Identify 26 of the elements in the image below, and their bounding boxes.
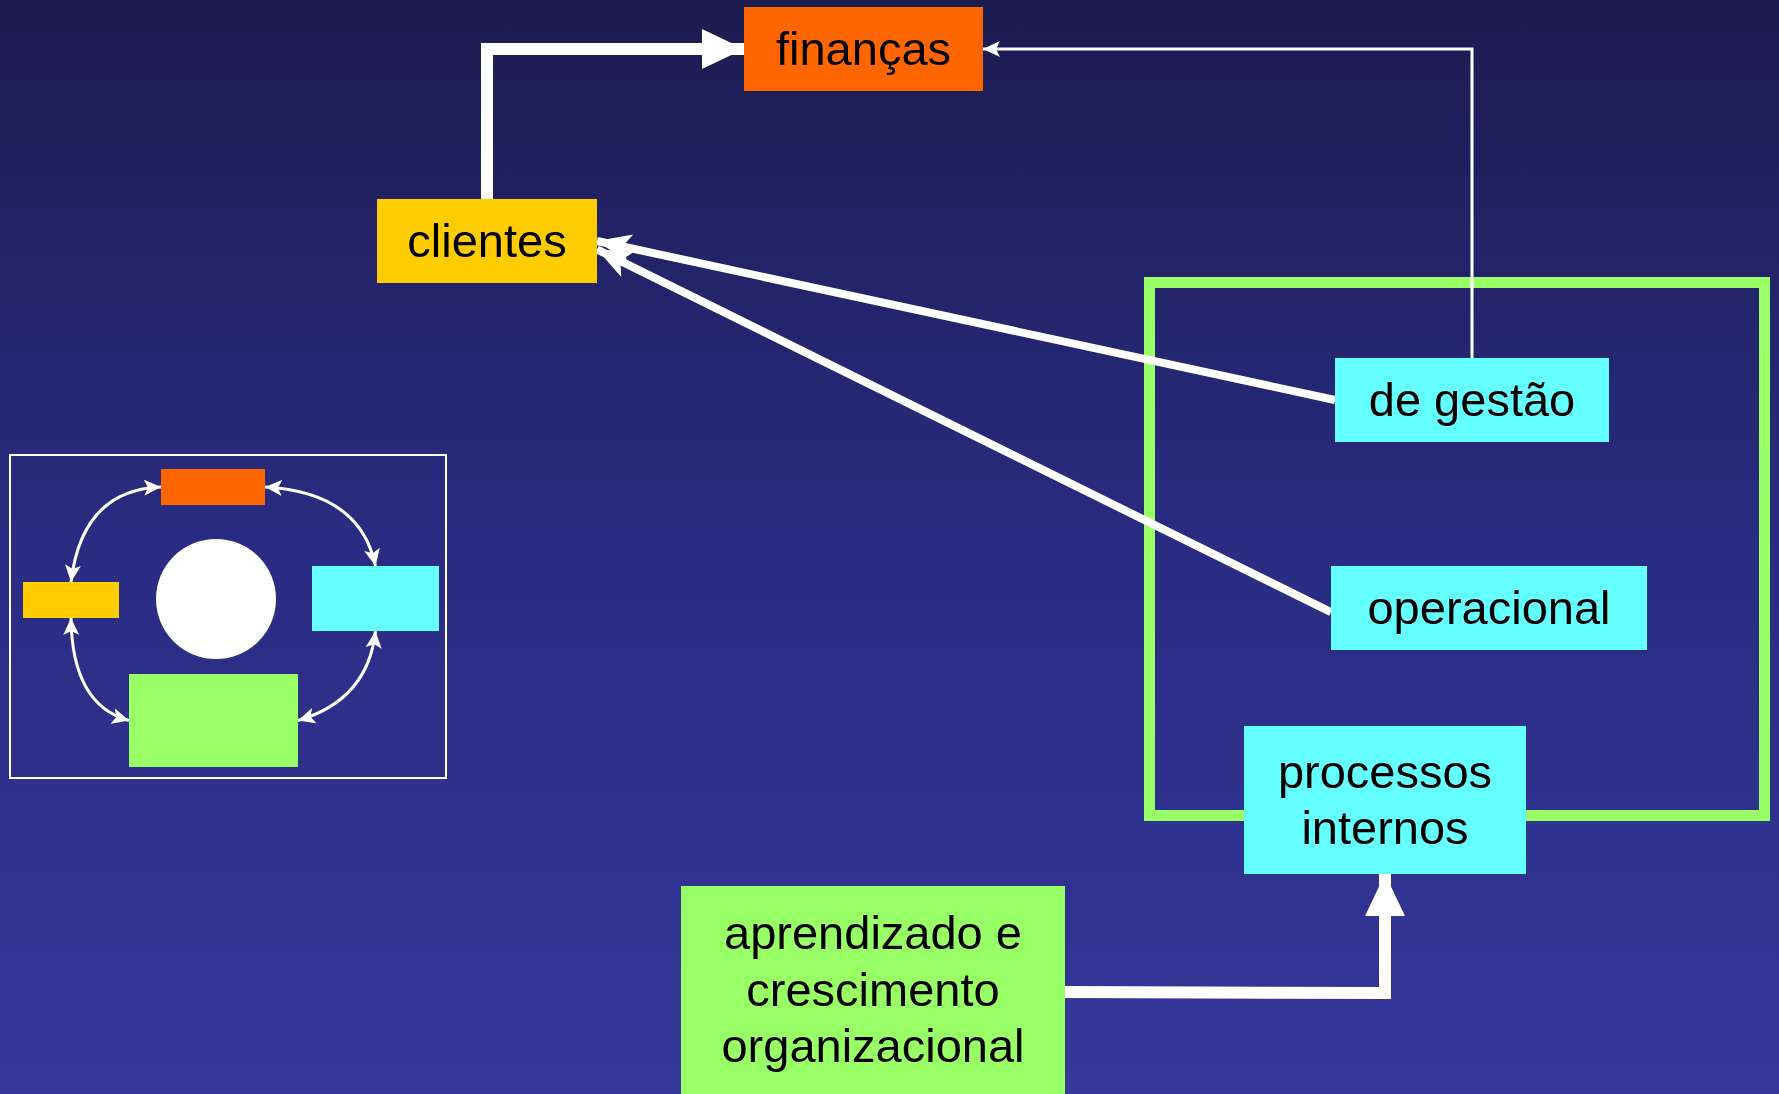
arrow: [63, 617, 130, 723]
category-box: [1331, 566, 1647, 650]
arrow: [481, 29, 744, 199]
category-box: [681, 886, 1065, 1094]
category-label: operacional: [1366, 579, 1612, 636]
category-label: clientes: [406, 212, 568, 269]
arrow: [264, 480, 379, 567]
category-label: processos internos: [1276, 743, 1494, 856]
category-box: [744, 7, 983, 91]
color-block: [129, 674, 298, 767]
category-label: aprendizado e crescimento organizacional: [720, 905, 1026, 1075]
arrow: [1065, 874, 1405, 999]
arrow: [596, 234, 1336, 404]
category-box: [377, 199, 597, 283]
color-block: [23, 582, 119, 618]
category-label: finanças: [774, 20, 953, 77]
color-block: [312, 566, 439, 631]
arrow: [595, 245, 1333, 616]
arrow: [297, 630, 381, 723]
arrow: [65, 480, 162, 583]
arrow: [983, 41, 1474, 358]
category-box: [1335, 358, 1609, 442]
category-box: [1244, 726, 1526, 874]
category-label: de gestão: [1367, 371, 1577, 428]
inset-frame: [9, 454, 447, 779]
color-block: [161, 469, 265, 505]
